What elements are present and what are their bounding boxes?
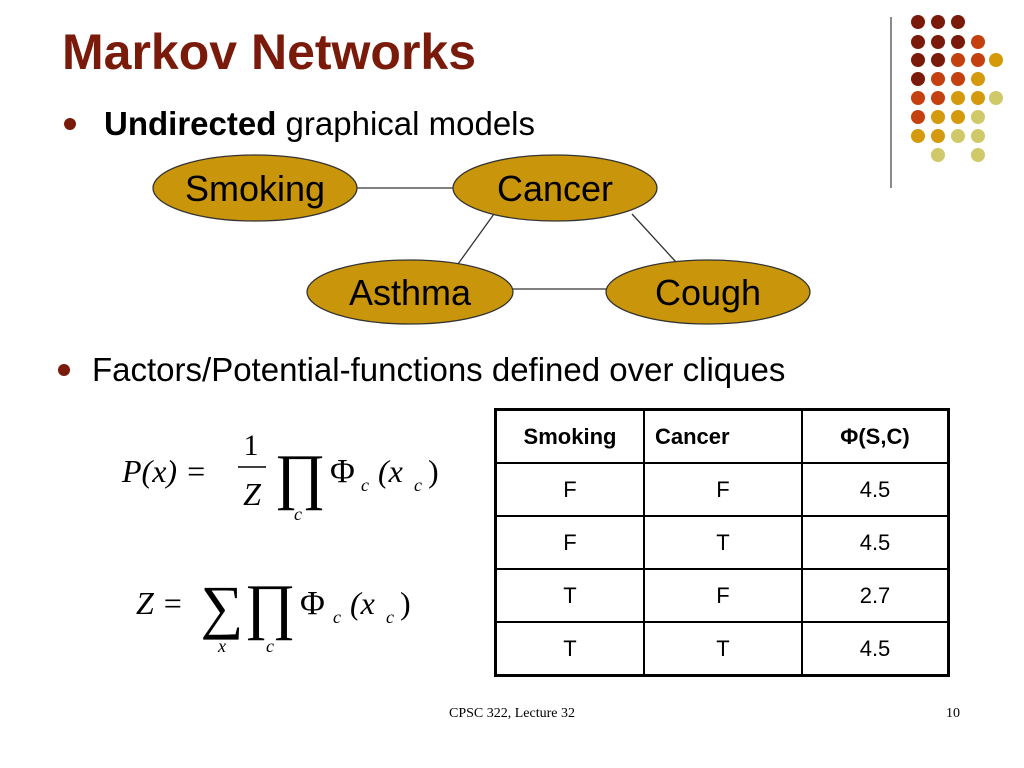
decorative-dot [951, 72, 965, 86]
table-row: F T 4.5 [494, 515, 950, 570]
formula1-product-symbol: ∏ [274, 443, 325, 511]
slide-title: Markov Networks [62, 24, 477, 80]
decorative-dot [971, 129, 985, 143]
decorative-dot [931, 148, 945, 162]
table-cell: 4.5 [801, 515, 950, 570]
decorative-dot [971, 148, 985, 162]
table-header-phi: Φ(S,C) [801, 408, 950, 464]
formula2-lhs: Z = [136, 585, 183, 621]
table-cell: 4.5 [801, 621, 950, 677]
node-asthma [306, 259, 514, 325]
formula2-close: ) [400, 585, 411, 621]
decorative-dot [971, 72, 985, 86]
formula2-product-symbol: ∏ [244, 573, 295, 641]
table-row: F F 4.5 [494, 462, 950, 517]
node-asthma-label: Asthma [349, 272, 472, 313]
decorative-dot [971, 110, 985, 124]
node-smoking [152, 154, 358, 222]
table-cell: F [643, 462, 803, 517]
decorative-dot [931, 35, 945, 49]
formula1-phi-sub: c [361, 475, 369, 495]
formula1-lhs: P(x) = [121, 453, 207, 489]
decorative-dot [911, 15, 925, 29]
formula1-product-sub: c [294, 504, 302, 524]
table-cell: F [643, 568, 803, 623]
bullet-2-text: Factors/Potential-functions defined over… [92, 351, 786, 388]
decorative-dot [931, 91, 945, 105]
decorative-dot [911, 72, 925, 86]
formula1-phi: Φ [330, 453, 355, 490]
node-smoking-label: Smoking [185, 168, 325, 209]
decorative-dot [989, 53, 1003, 67]
table-header-row: Smoking Cancer Φ(S,C) [494, 408, 950, 464]
formula1-arg: (x [378, 453, 403, 489]
formula2-product-sub: c [266, 636, 274, 656]
decorative-dot [911, 110, 925, 124]
decorative-dot [951, 15, 965, 29]
formula2-arg-sub: c [386, 607, 394, 627]
decorative-dot [931, 72, 945, 86]
decorative-dot [971, 35, 985, 49]
formula1-numerator: 1 [244, 429, 259, 462]
table-header-smoking: Smoking [494, 408, 645, 464]
decorative-dot [911, 129, 925, 143]
bullet-1: Undirected graphical models [104, 104, 535, 144]
decorative-dot [951, 35, 965, 49]
formula2-sum-sub: x [217, 636, 226, 656]
edge-cancer-asthma [457, 213, 495, 265]
decorative-dot [951, 91, 965, 105]
decorative-dot [911, 35, 925, 49]
decorative-dot [911, 91, 925, 105]
bullet-dot-2 [58, 364, 70, 376]
page-number: 10 [946, 706, 960, 721]
table-cell: 2.7 [801, 568, 950, 623]
edge-cancer-cough [631, 213, 677, 263]
decorative-dot [971, 53, 985, 67]
decorative-dot [931, 129, 945, 143]
decorative-dot [931, 15, 945, 29]
bullet-1-bold: Undirected [104, 105, 277, 142]
decorative-dot [971, 91, 985, 105]
formula2-sum-symbol: ∑ [201, 574, 244, 640]
table-cell: F [494, 515, 645, 570]
bullet-1-text: graphical models [276, 105, 536, 142]
decorative-dot [931, 53, 945, 67]
bullet-2: Factors/Potential-functions defined over… [92, 350, 785, 390]
node-cough-label: Cough [655, 272, 761, 313]
table-row: T F 2.7 [494, 568, 950, 623]
formula1-arg-sub: c [414, 475, 422, 495]
decorative-dot [951, 110, 965, 124]
formula1-close: ) [428, 453, 439, 489]
table-cell: 4.5 [801, 462, 950, 517]
formula2-arg: (x [350, 585, 375, 621]
bullet-dot-1 [64, 118, 76, 130]
decorative-dot [989, 91, 1003, 105]
table-row: T T 4.5 [494, 621, 950, 677]
decorative-dot [951, 129, 965, 143]
formula1-denominator: Z [243, 476, 262, 512]
table-cell: T [643, 621, 803, 677]
formula2-phi-sub: c [333, 607, 341, 627]
decorative-dot [911, 53, 925, 67]
decorative-dot [931, 110, 945, 124]
table-header-cancer: Cancer [643, 408, 803, 464]
table-cell: T [494, 568, 645, 623]
node-cough [605, 259, 811, 325]
table-cell: F [494, 462, 645, 517]
potential-table: Smoking Cancer Φ(S,C) F F 4.5 F T 4.5 T … [494, 408, 950, 677]
node-cancer-label: Cancer [497, 168, 613, 209]
vertical-divider [890, 17, 892, 188]
node-cancer [452, 154, 658, 222]
formula2-phi: Φ [300, 585, 325, 622]
table-cell: T [494, 621, 645, 677]
table-cell: T [643, 515, 803, 570]
decorative-dot [951, 53, 965, 67]
footer-course: CPSC 322, Lecture 32 [449, 706, 575, 721]
